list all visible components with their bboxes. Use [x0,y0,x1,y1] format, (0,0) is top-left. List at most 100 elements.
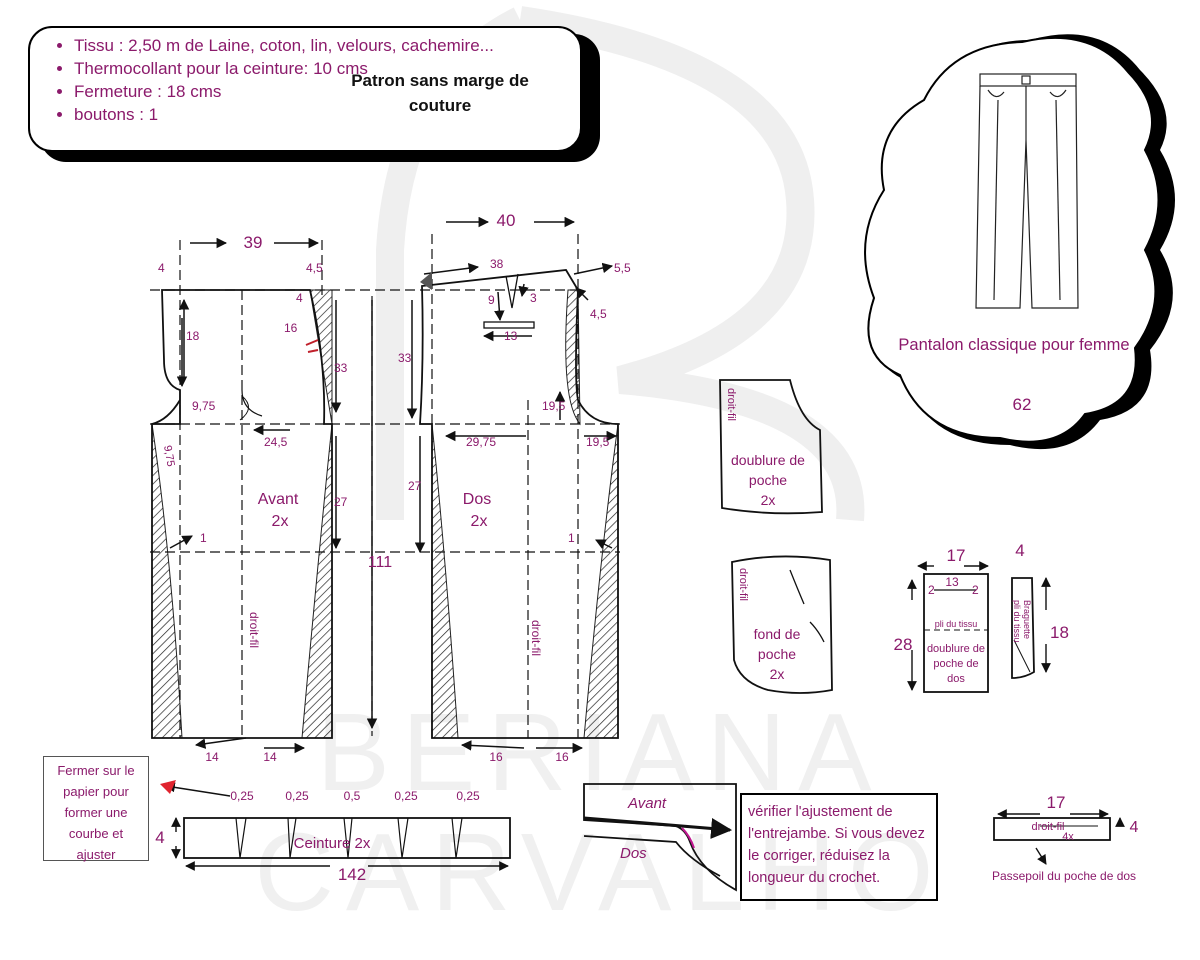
pocket-lining-piece: droit-fil [719,379,823,515]
back-upper: 33 [398,351,412,365]
front-knee-note: 1 [200,531,207,545]
front-labels: 39 4 4,5 4 16 18 9,75 9,75 24,5 33 27 1 … [158,233,392,764]
front-side-upper: 33 [334,361,348,375]
trousers-icon [975,73,1079,309]
back-pocket-inner: 13 [945,575,959,589]
back-crotch-v: 19,5 [542,399,566,413]
front-label: Avant [258,491,299,508]
front-crotch-h: 9,75 [192,399,216,413]
piping-label: Passepoil du poche de dos [992,869,1136,883]
back-grain: droit-fil [529,620,543,656]
back-pocket-side-left: 2 [928,583,935,597]
pocket-facing-name: fond de poche [753,626,801,662]
back-hem-right: 16 [555,750,569,764]
pocket-lining-text: doublure de poche 2x [724,450,812,510]
back-knee: 27 [408,479,422,493]
front-top-left: 4 [158,261,165,275]
fly-width: 4 [1015,541,1024,560]
fly-piece: 4 18 Braguette pli du tissu [1011,541,1069,679]
back-label: Dos [463,491,491,508]
back-pocket-lining-piece: 17 13 2 2 28 pli du tissu [894,546,989,693]
piping-grain: droit-fil [1031,821,1064,833]
material-fabric: Tissu : 2,50 m de Laine, coton, lin, vel… [74,34,580,57]
waistband-height: 4 [155,828,164,847]
crotch-check-note: vérifier l'ajustement de l'entrejambe. S… [740,793,938,901]
note-close-curve: Fermer sur le papier pour former une cou… [43,756,149,862]
back-pocket: 13 [504,329,518,343]
waistband-labels: Ceinture 2x 4 142 0,25 0,25 0,5 0,25 0,2… [155,789,480,884]
pocket-lining-qty: 2x [760,492,776,508]
back-piece [406,216,620,754]
front-crotch-v: 9,75 [161,444,177,467]
watermark-logo-stroke [517,6,865,522]
materials-box: Tissu : 2,50 m de Laine, coton, lin, vel… [28,26,582,152]
front-piece [150,237,620,754]
model-number: 62 [1013,395,1032,414]
piping-height: 4 [1130,819,1139,836]
front-dart-len: 16 [284,321,298,335]
pocket-facing-piece: droit-fil [731,555,833,694]
front-hem-left: 14 [205,750,219,764]
back-pocket-lining-text: doublure de poche de dos [926,643,986,685]
piping-piece: 17 4 droit-fil 4x Passepoil du poche de … [992,793,1139,883]
front-knee: 27 [334,495,348,509]
waistband-dart-2: 0,25 [285,789,309,803]
piping-labels: 17 4 droit-fil 4x Passepoil du poche de … [992,793,1139,883]
waistband-dart-4: 0,25 [394,789,418,803]
pocket-facing-qty: 2x [769,666,785,682]
waistband-piece: Ceinture 2x 4 142 0,25 0,25 0,5 0,25 0,2… [155,780,511,884]
back-pocket-height: 28 [894,635,913,654]
fly-fold: pli du tissu [1012,600,1022,643]
waistband-label: Ceinture 2x [294,835,371,852]
back-side: 4,5 [590,307,607,321]
back-rise: 5,5 [614,261,631,275]
front-hem-right: 14 [263,750,277,764]
back-pocket-lining-labels: 17 13 2 2 28 pli du tissu [894,546,979,654]
waistband-length: 142 [338,865,366,884]
back-qty: 2x [471,513,488,530]
crotch-avant: Avant [627,795,667,812]
pattern-note: Patron sans marge de couture [351,71,529,115]
front-dart: 4 [296,291,303,305]
back-dart-w: 3 [530,291,537,305]
crotch-check-diagram: Avant Dos [583,783,737,892]
waistband-dart-1: 0,25 [230,789,254,803]
front-crotch-h2: 24,5 [264,435,288,449]
pocket-lining-grain: droit-fil [725,388,737,421]
model-cloud [864,34,1175,450]
model-name-line: Pantalon classique pour femme [898,336,1129,354]
material-zipper: Fermeture : 18 cms [74,80,580,103]
fly-label: Braguette [1022,600,1032,639]
piping-width: 17 [1047,793,1066,812]
materials-list: Tissu : 2,50 m de Laine, coton, lin, vel… [30,34,580,126]
back-labels: 40 38 5,5 9 3 13 4,5 33 19,5 29,75 19,5 … [398,211,631,764]
front-top-right: 4,5 [306,261,323,275]
material-buttons: boutons : 1 [74,103,580,126]
back-width-label: 40 [497,211,516,230]
material-interfacing: Thermocollant pour la ceinture: 10 cms [74,57,580,80]
crotch-dos: Dos [620,845,647,862]
watermark-text-2: CARVALHO [254,811,945,934]
back-crotch-h: 29,75 [466,435,496,449]
back-waist: 38 [490,257,504,271]
front-width-label: 39 [244,233,263,252]
pocket-facing-grain: droit-fil [737,568,749,601]
back-dart-depth: 9 [488,293,495,307]
total-length: 111 [368,554,392,571]
back-hem-left: 16 [489,750,503,764]
back-knee-note: 1 [568,531,575,545]
back-pocket-width: 17 [947,546,966,565]
back-pocket-side-right: 2 [972,583,979,597]
pocket-lining-name: doublure de poche [731,452,805,488]
fly-height: 18 [1050,623,1069,642]
waistband-dart-5: 0,25 [456,789,480,803]
waistband-dart-3: 0,5 [344,789,361,803]
front-grain: droit-fil [247,612,261,648]
model-caption: Pantalon classique pour femme 62 [898,336,1129,414]
pocket-facing-text: fond de poche 2x [742,624,812,684]
back-pocket-fold: pli du tissu [935,619,978,629]
front-qty: 2x [272,513,289,530]
back-crotch-h2: 19,5 [586,435,610,449]
front-hip-height: 18 [186,329,200,343]
